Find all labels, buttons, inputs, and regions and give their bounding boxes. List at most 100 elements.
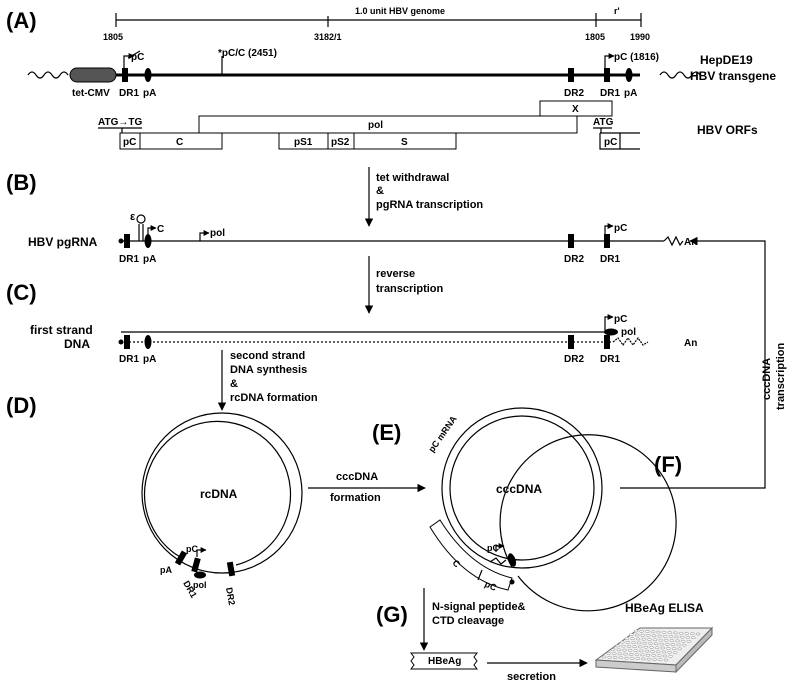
elisa-well bbox=[663, 658, 669, 662]
c-arrow-line2: transcription bbox=[376, 283, 444, 295]
elisa-well bbox=[648, 642, 653, 645]
svg-text:DR1: DR1 bbox=[119, 354, 139, 365]
panel-label-a: (A) bbox=[6, 8, 37, 33]
elisa-well bbox=[617, 652, 623, 656]
panel-label-c: (C) bbox=[6, 280, 37, 305]
pc-mrna-label: pC mRNA bbox=[426, 414, 459, 455]
genome-ruler: 1.0 unit HBV genome r' 1805 3182/1 1805 … bbox=[103, 6, 650, 42]
elisa-well bbox=[615, 644, 620, 648]
elisa-well bbox=[641, 657, 646, 661]
dr1-box-right bbox=[604, 68, 610, 82]
orf-c bbox=[139, 132, 223, 150]
c-arrow-line1: reverse bbox=[376, 268, 415, 280]
elisa-well bbox=[668, 635, 674, 638]
elisa-well bbox=[666, 646, 671, 650]
first-strand-dna: first strand DNA An DR1 pA DR2 DR1 pC po… bbox=[30, 314, 697, 365]
b-arrow-line2: & bbox=[376, 185, 384, 197]
elisa-well bbox=[623, 652, 628, 656]
elisa-well bbox=[686, 640, 692, 643]
tet-cmv-label: tet-CMV bbox=[72, 88, 110, 99]
svg-text:pS2: pS2 bbox=[331, 137, 350, 148]
panel-label-e: (E) bbox=[372, 420, 401, 445]
elisa-well bbox=[691, 636, 696, 640]
svg-text:pA: pA bbox=[160, 565, 172, 575]
ruler-r-prime: r' bbox=[614, 6, 620, 16]
svg-text:pA: pA bbox=[624, 88, 637, 99]
hbeag-protein: HBeAg bbox=[410, 652, 478, 670]
elisa-well bbox=[634, 633, 640, 637]
first-strand-label-1: first strand bbox=[30, 323, 93, 337]
svg-text:DR2: DR2 bbox=[564, 254, 584, 265]
elisa-well bbox=[640, 633, 645, 637]
rcdna-label: rcDNA bbox=[200, 487, 238, 501]
svg-text:pA: pA bbox=[143, 254, 156, 265]
c-box-label: C bbox=[450, 558, 462, 570]
svg-text:DR1: DR1 bbox=[119, 88, 139, 99]
transgene-label-1: HepDE19 bbox=[700, 53, 753, 67]
orf-s bbox=[353, 132, 457, 150]
pc-1816: pC (1816) bbox=[614, 52, 659, 63]
svg-text:S: S bbox=[401, 137, 408, 148]
elisa-well bbox=[635, 657, 641, 660]
elisa-well bbox=[650, 650, 655, 653]
elisa-plate: HBeAg ELISA bbox=[594, 601, 714, 674]
elisa-well bbox=[613, 656, 618, 659]
elisa-well bbox=[657, 654, 662, 658]
d-arrow-line2: DNA synthesis bbox=[230, 364, 307, 376]
transgene-label-2: HBV transgene bbox=[690, 69, 776, 83]
elisa-well bbox=[662, 635, 668, 638]
pc-c-mutation: *pC/C (2451) bbox=[218, 48, 277, 59]
svg-text:pC: pC bbox=[487, 543, 499, 553]
elisa-well bbox=[690, 632, 695, 636]
elisa-well bbox=[654, 646, 660, 650]
elisa-well bbox=[611, 652, 617, 655]
svg-text:pC: pC bbox=[186, 544, 198, 554]
elisa-well bbox=[671, 647, 677, 650]
elisa-well bbox=[661, 650, 667, 654]
pol-attached-label: pol bbox=[621, 327, 636, 338]
panel-label-d: (D) bbox=[6, 393, 37, 418]
svg-text:pA: pA bbox=[143, 354, 156, 365]
svg-text:pC: pC bbox=[123, 137, 136, 148]
elisa-well bbox=[627, 649, 633, 652]
elisa-well bbox=[669, 639, 675, 642]
svg-text:DR1: DR1 bbox=[119, 254, 139, 265]
elisa-well bbox=[660, 646, 666, 650]
orf-pol bbox=[198, 115, 578, 134]
elisa-well bbox=[645, 653, 651, 657]
elisa-well bbox=[650, 630, 656, 634]
elisa-well bbox=[656, 630, 661, 634]
elisa-well bbox=[633, 629, 639, 633]
pgrna-label: HBV pgRNA bbox=[28, 235, 98, 249]
elisa-well bbox=[662, 654, 668, 658]
f-side-line1: cccDNA bbox=[761, 358, 773, 400]
elisa-well bbox=[659, 642, 664, 646]
svg-text:DR1: DR1 bbox=[600, 254, 620, 265]
orf-pc-right: pC bbox=[604, 137, 617, 148]
elisa-well bbox=[638, 645, 643, 649]
elisa-well bbox=[640, 653, 645, 657]
elisa-well bbox=[672, 651, 678, 654]
e-arrow-line1: cccDNA bbox=[336, 471, 378, 483]
elisa-well bbox=[636, 641, 642, 645]
svg-text:pA: pA bbox=[143, 88, 156, 99]
epsilon-label: ε bbox=[130, 211, 136, 223]
elisa-well bbox=[685, 636, 691, 639]
elisa-well bbox=[616, 648, 622, 652]
dr1-box-left bbox=[122, 68, 128, 82]
elisa-well bbox=[675, 639, 680, 643]
elisa-well bbox=[679, 635, 685, 639]
svg-text:C: C bbox=[176, 137, 183, 148]
elisa-well bbox=[658, 658, 663, 662]
elisa-well bbox=[664, 638, 669, 642]
rcdna-circle: rcDNA pC pA DR1 pol DR2 bbox=[141, 412, 303, 606]
elisa-well bbox=[601, 655, 607, 659]
elisa-well bbox=[657, 634, 662, 638]
g-arrow-line2: CTD cleavage bbox=[432, 615, 504, 627]
elisa-well bbox=[661, 631, 667, 634]
elisa-well bbox=[622, 648, 627, 652]
elisa-well bbox=[649, 646, 654, 649]
hbv-pgrna: HBV pgRNA An DR1 pA ε C pol DR2 DR1 pC bbox=[28, 211, 697, 265]
elisa-well bbox=[625, 641, 631, 644]
